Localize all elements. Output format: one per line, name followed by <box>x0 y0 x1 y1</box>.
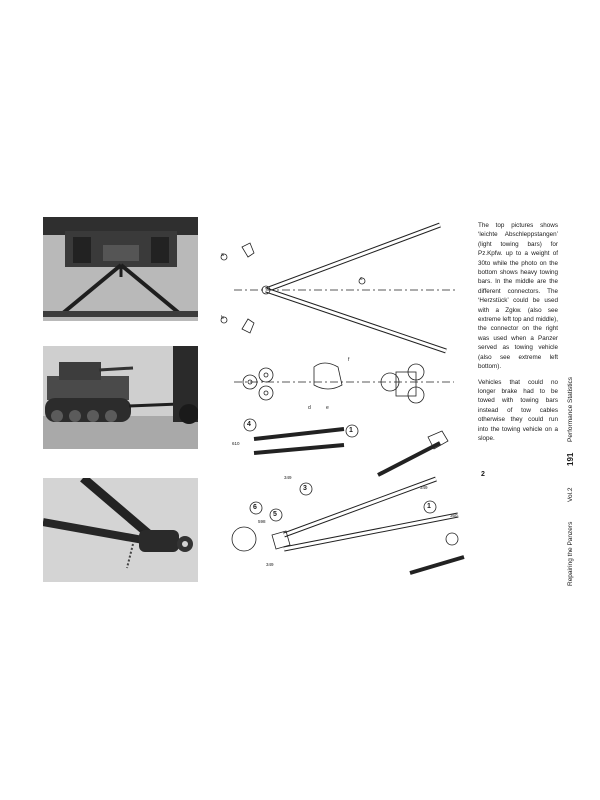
label-ref-349a: 349 <box>284 475 292 480</box>
footer-book-title: Repairing the Panzers <box>567 521 574 586</box>
photo-tiger-towed <box>43 346 198 449</box>
label-ref-349b: 349 <box>266 562 274 567</box>
label-part-b: b <box>221 315 224 321</box>
label-part-3: 3 <box>303 485 307 492</box>
label-ref-360: 360 <box>450 513 458 518</box>
photo-towing-bars-rear <box>43 217 198 321</box>
label-part-c: c <box>360 276 363 282</box>
label-part-e: e <box>326 405 329 411</box>
page-number: 191 <box>566 452 575 466</box>
footer-volume: Vol.2 <box>567 487 574 502</box>
label-part-2: 2 <box>481 471 485 478</box>
label-part-a: a <box>221 252 224 258</box>
label-part-6: 6 <box>253 504 257 511</box>
label-part-1a: 1 <box>349 427 353 434</box>
photo-heavy-towing-bars <box>43 478 198 582</box>
label-part-1b: 1 <box>427 503 431 510</box>
caption-paragraph-2: Vehicles that could no longer brake had … <box>478 378 558 442</box>
label-ref-610: 610 <box>232 441 240 446</box>
label-ref-598: 598 <box>258 519 266 524</box>
caption-paragraph-1: The top pictures shows ‘leichte Abschlep… <box>478 222 558 371</box>
caption-text: The top pictures shows ‘leichte Abschlep… <box>478 221 558 449</box>
footer-section-title: Performance Statistics <box>567 376 574 442</box>
label-ref-349c: 349 <box>420 485 428 490</box>
towing-bar-technical-drawing: a b c d e f 4 1 3 6 5 1 2 610 349 598 34… <box>214 217 491 583</box>
label-part-f: f <box>348 357 350 363</box>
label-part-5: 5 <box>273 511 277 518</box>
label-part-d: d <box>308 405 311 411</box>
label-part-4: 4 <box>247 421 251 428</box>
